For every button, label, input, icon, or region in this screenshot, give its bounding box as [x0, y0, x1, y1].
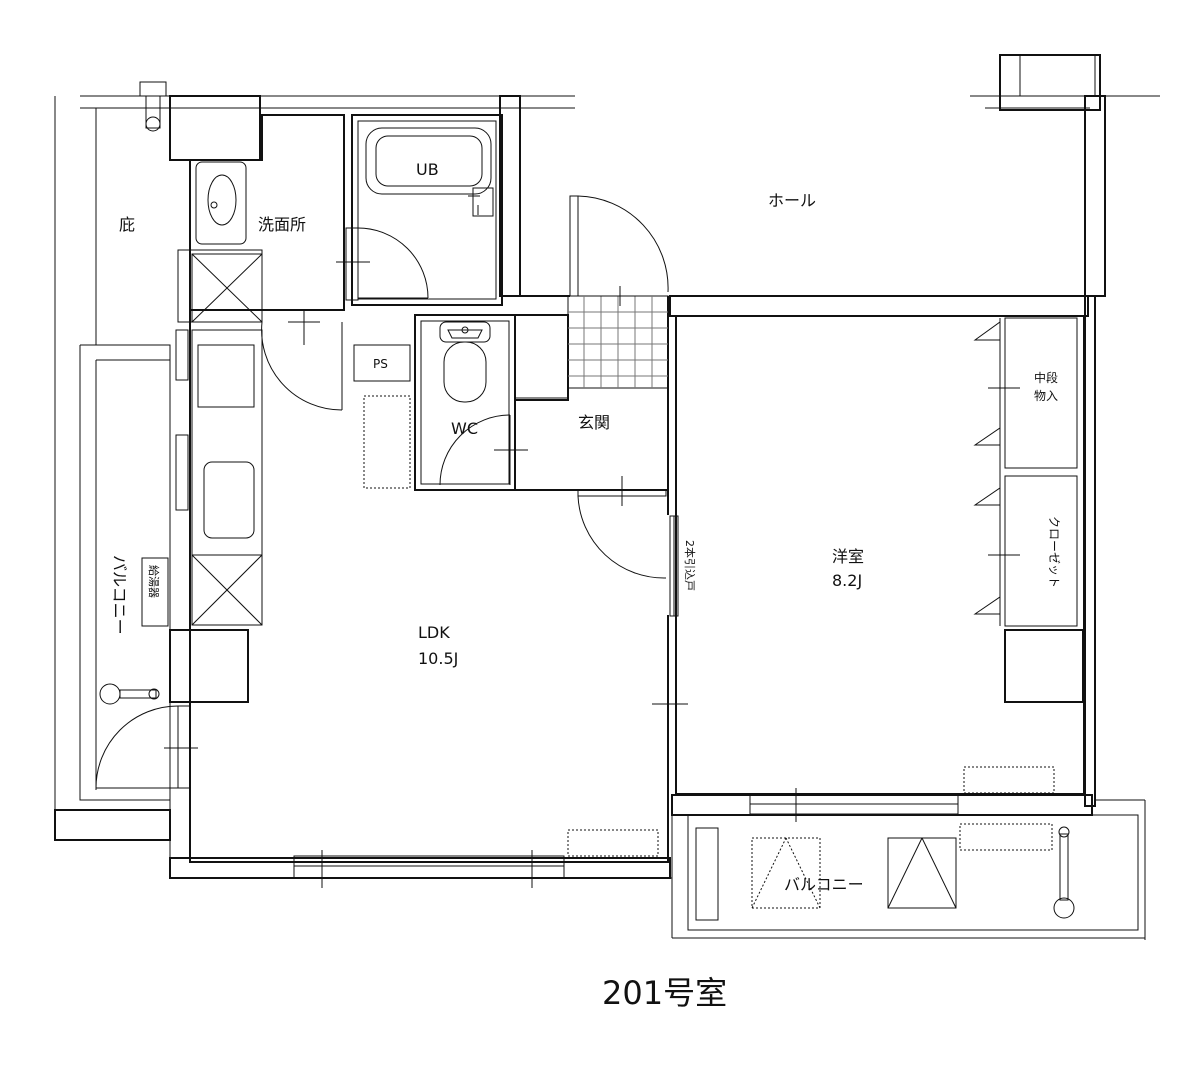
toilet	[439, 321, 491, 403]
label-ldk-size: 10.5J	[418, 649, 458, 668]
label-washroom: 洗面所	[258, 215, 306, 234]
closet	[973, 317, 1078, 627]
water-heater	[141, 557, 169, 627]
faucet	[99, 683, 160, 705]
bathtub	[365, 127, 494, 217]
shoe-storage	[363, 395, 411, 489]
sliding-door	[652, 515, 688, 795]
label-wc: WC	[451, 419, 478, 438]
washbasin	[195, 161, 247, 245]
ldk-air-conditioner	[567, 829, 659, 857]
entrance-tiles	[567, 295, 669, 389]
label-balcony-west: バルコニー	[110, 555, 129, 635]
interior-walls	[79, 110, 1139, 931]
air-conditioner	[963, 766, 1055, 794]
label-western-size: 8.2J	[832, 571, 862, 590]
balcony-door	[95, 705, 198, 789]
ldk-door	[577, 476, 667, 579]
label-garden: 庇	[119, 215, 135, 234]
balcony-equipment	[695, 823, 1075, 921]
washing-machine-space	[177, 249, 263, 323]
label-hall: ホール	[768, 191, 816, 210]
vent-pipe	[139, 81, 167, 132]
label-mid-storage-2: 物入	[1034, 389, 1058, 403]
unit-title: 201号室	[602, 974, 727, 1012]
kitchen	[175, 329, 263, 626]
wc-door	[439, 414, 528, 486]
label-bath: UB	[416, 160, 439, 179]
label-mid-storage-1: 中段	[1034, 370, 1058, 385]
room-labels: 庇 洗面所 UB ホール PS WC 玄関 中段 物入 洋室 8.2J クローゼ…	[110, 160, 1061, 1012]
exterior-walls	[54, 55, 1160, 940]
label-closet: クローゼット	[1047, 516, 1061, 588]
label-ps: PS	[373, 357, 388, 371]
label-western-room: 洋室	[832, 547, 864, 566]
label-water-heater: 給湯器	[147, 565, 161, 598]
hatched-walls	[54, 54, 1106, 879]
front-door	[569, 195, 669, 306]
bath-door	[336, 227, 429, 301]
label-ldk: LDK	[418, 623, 450, 642]
label-entrance: 玄関	[578, 413, 610, 432]
label-balcony-south: バルコニー	[784, 875, 864, 894]
washroom-door	[261, 310, 343, 411]
windows	[293, 788, 959, 888]
label-sliding-door: 2本引込戸	[683, 540, 697, 591]
